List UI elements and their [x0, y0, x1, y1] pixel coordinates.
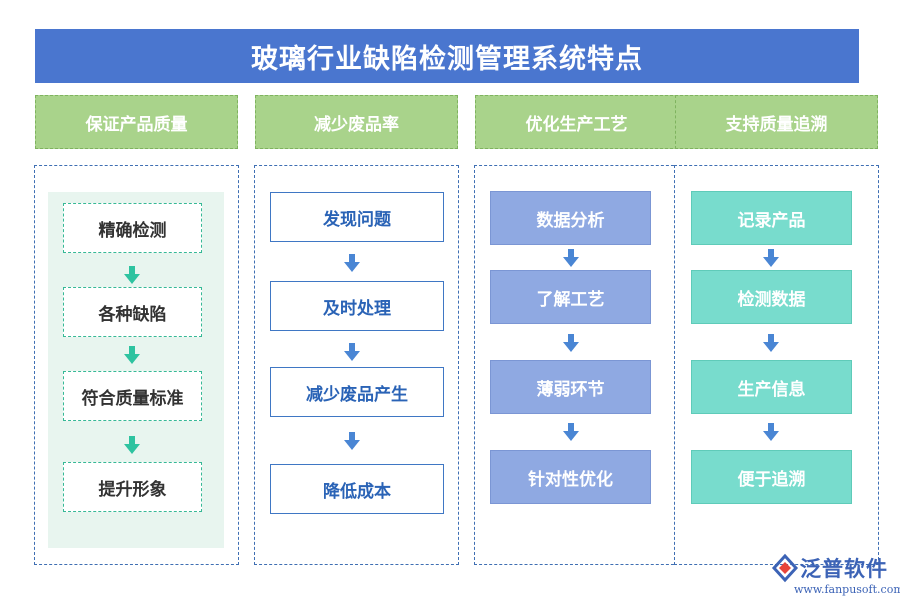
step-box: 精确检测 — [63, 203, 202, 253]
step-box: 生产信息 — [691, 360, 852, 414]
step-box: 针对性优化 — [490, 450, 651, 504]
logo-url: www.fanpusoft.com — [794, 583, 900, 596]
step-box: 各种缺陷 — [63, 287, 202, 337]
step-box: 减少废品产生 — [270, 367, 444, 417]
step-box: 降低成本 — [270, 464, 444, 514]
step-box: 符合质量标准 — [63, 371, 202, 421]
step-box: 及时处理 — [270, 281, 444, 331]
down-arrow-icon — [563, 334, 579, 352]
down-arrow-icon — [344, 343, 360, 361]
step-box: 提升形象 — [63, 462, 202, 512]
step-box: 数据分析 — [490, 191, 651, 245]
page-title: 玻璃行业缺陷检测管理系统特点 — [35, 29, 859, 83]
step-box: 薄弱环节 — [490, 360, 651, 414]
down-arrow-icon — [763, 334, 779, 352]
step-box: 检测数据 — [691, 270, 852, 324]
column-header-2: 减少废品率 — [255, 95, 458, 149]
fanpu-logo-icon — [771, 553, 799, 583]
step-box: 发现问题 — [270, 192, 444, 242]
down-arrow-icon — [344, 432, 360, 450]
step-box: 了解工艺 — [490, 270, 651, 324]
down-arrow-icon — [124, 266, 140, 284]
step-box: 便于追溯 — [691, 450, 852, 504]
column-header-4: 支持质量追溯 — [675, 95, 878, 149]
down-arrow-icon — [124, 346, 140, 364]
down-arrow-icon — [563, 423, 579, 441]
down-arrow-icon — [763, 423, 779, 441]
brand-logo: 泛普软件 www.fanpusoft.com — [770, 553, 900, 597]
logo-name: 泛普软件 — [800, 557, 888, 581]
column-header-3: 优化生产工艺 — [475, 95, 678, 149]
down-arrow-icon — [124, 436, 140, 454]
down-arrow-icon — [763, 249, 779, 267]
step-box: 记录产品 — [691, 191, 852, 245]
column-header-1: 保证产品质量 — [35, 95, 238, 149]
down-arrow-icon — [563, 249, 579, 267]
down-arrow-icon — [344, 254, 360, 272]
